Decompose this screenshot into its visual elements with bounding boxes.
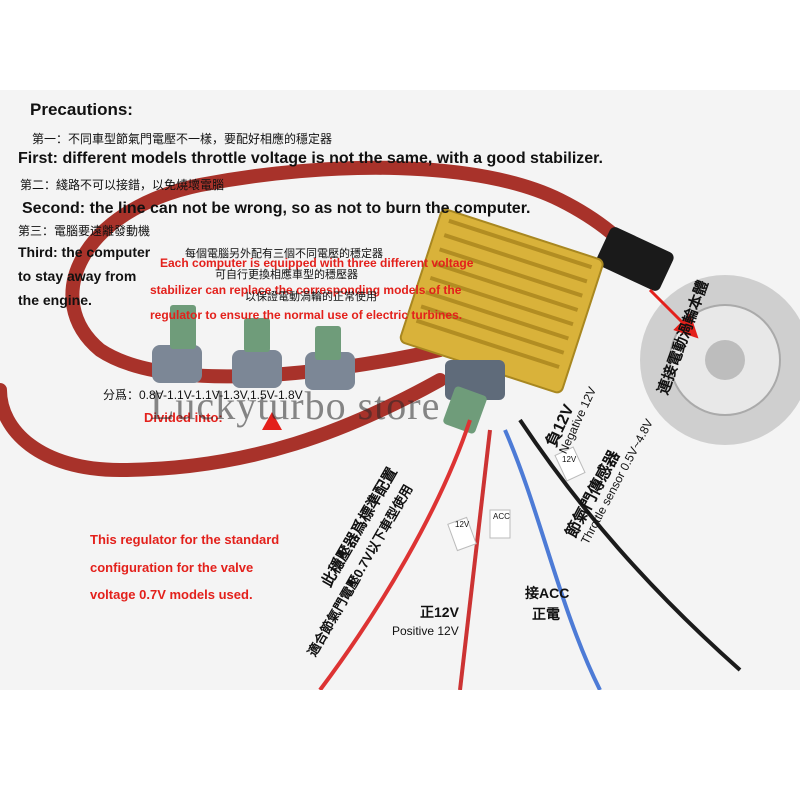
stabilizer-note-en-2: stabilizer can replace the corresponding… [150, 283, 462, 297]
precaution-1-zh: 第一：不同車型節氣門電壓不一樣，要配好相應的穩定器 [32, 132, 333, 146]
spare-regulator-1 [152, 305, 202, 383]
spare-regulator-2 [232, 318, 282, 388]
regulator-en-1: This regulator for the standard [90, 532, 280, 547]
stabilizer-note-en-3: regulator to ensure the normal use of el… [150, 308, 463, 322]
precaution-2-zh: 第二：綫路不可以接錯，以免燒壞電腦 [20, 178, 225, 192]
wire-tag-3 [554, 446, 586, 482]
black-plug [596, 227, 674, 291]
gold-stabilizer-box [399, 208, 604, 394]
positive-12v-en: Positive 12V [392, 624, 459, 638]
spare-regulator-3 [305, 326, 355, 390]
stabilizer-note-zh-3: 以保證電動渦輪的正常使用 [245, 291, 377, 303]
precaution-2-en: Second: the line can not be wrong, so as… [22, 200, 531, 217]
regulator-en-2: configuration for the valve [90, 560, 254, 575]
stabilizer-note-zh-2: 可自行更換相應車型的穩壓器 [215, 269, 358, 281]
red-wire-acc [458, 429, 492, 691]
divided-zh: 分爲：0.8V-1.1V-1.1V-1.3V,1.5V-1.8V [103, 388, 303, 402]
product-photo [0, 90, 800, 692]
precaution-3-en-line1: Third: the computer [18, 244, 151, 260]
turbine-arrow [648, 288, 699, 339]
precautions-title: Precautions: [30, 100, 133, 119]
regulator-en-3: voltage 0.7V models used. [90, 587, 253, 602]
wire-tag-text-3: 12V [562, 455, 577, 464]
black-wire [518, 418, 742, 672]
product-illustration [0, 160, 800, 692]
wire-tag-2 [489, 509, 511, 539]
blue-wire [503, 429, 602, 691]
divided-en: Divided into: [144, 410, 223, 425]
precaution-3-en-line2: to stay away from [18, 268, 137, 284]
precaution-3-zh: 第三：電腦要遠離發動機 [18, 224, 151, 238]
red-wire-positive [318, 419, 472, 692]
wire-tag-text-2: ACC [493, 512, 510, 521]
green-regulator-attached [443, 386, 487, 434]
red-cable-lower [0, 373, 447, 478]
watermark: Luckyturbo store [150, 383, 441, 428]
up-arrow [262, 412, 282, 430]
positive-12v-zh: 正12V [420, 604, 459, 620]
stabilizer-note-zh-1: 每個電腦另外配有三個不同電壓的穩定器 [185, 248, 383, 260]
wire-tag-1 [447, 516, 477, 552]
stabilizer-note-en-1: Each computer is equipped with three dif… [160, 256, 474, 270]
precaution-1-en: First: different models throttle voltage… [18, 150, 603, 167]
acc-line2: 正電 [532, 606, 560, 622]
precaution-3-en-line3: the engine. [18, 292, 92, 308]
acc-line1: 接ACC [525, 585, 570, 601]
wire-tag-text-1: 12V [455, 520, 470, 529]
